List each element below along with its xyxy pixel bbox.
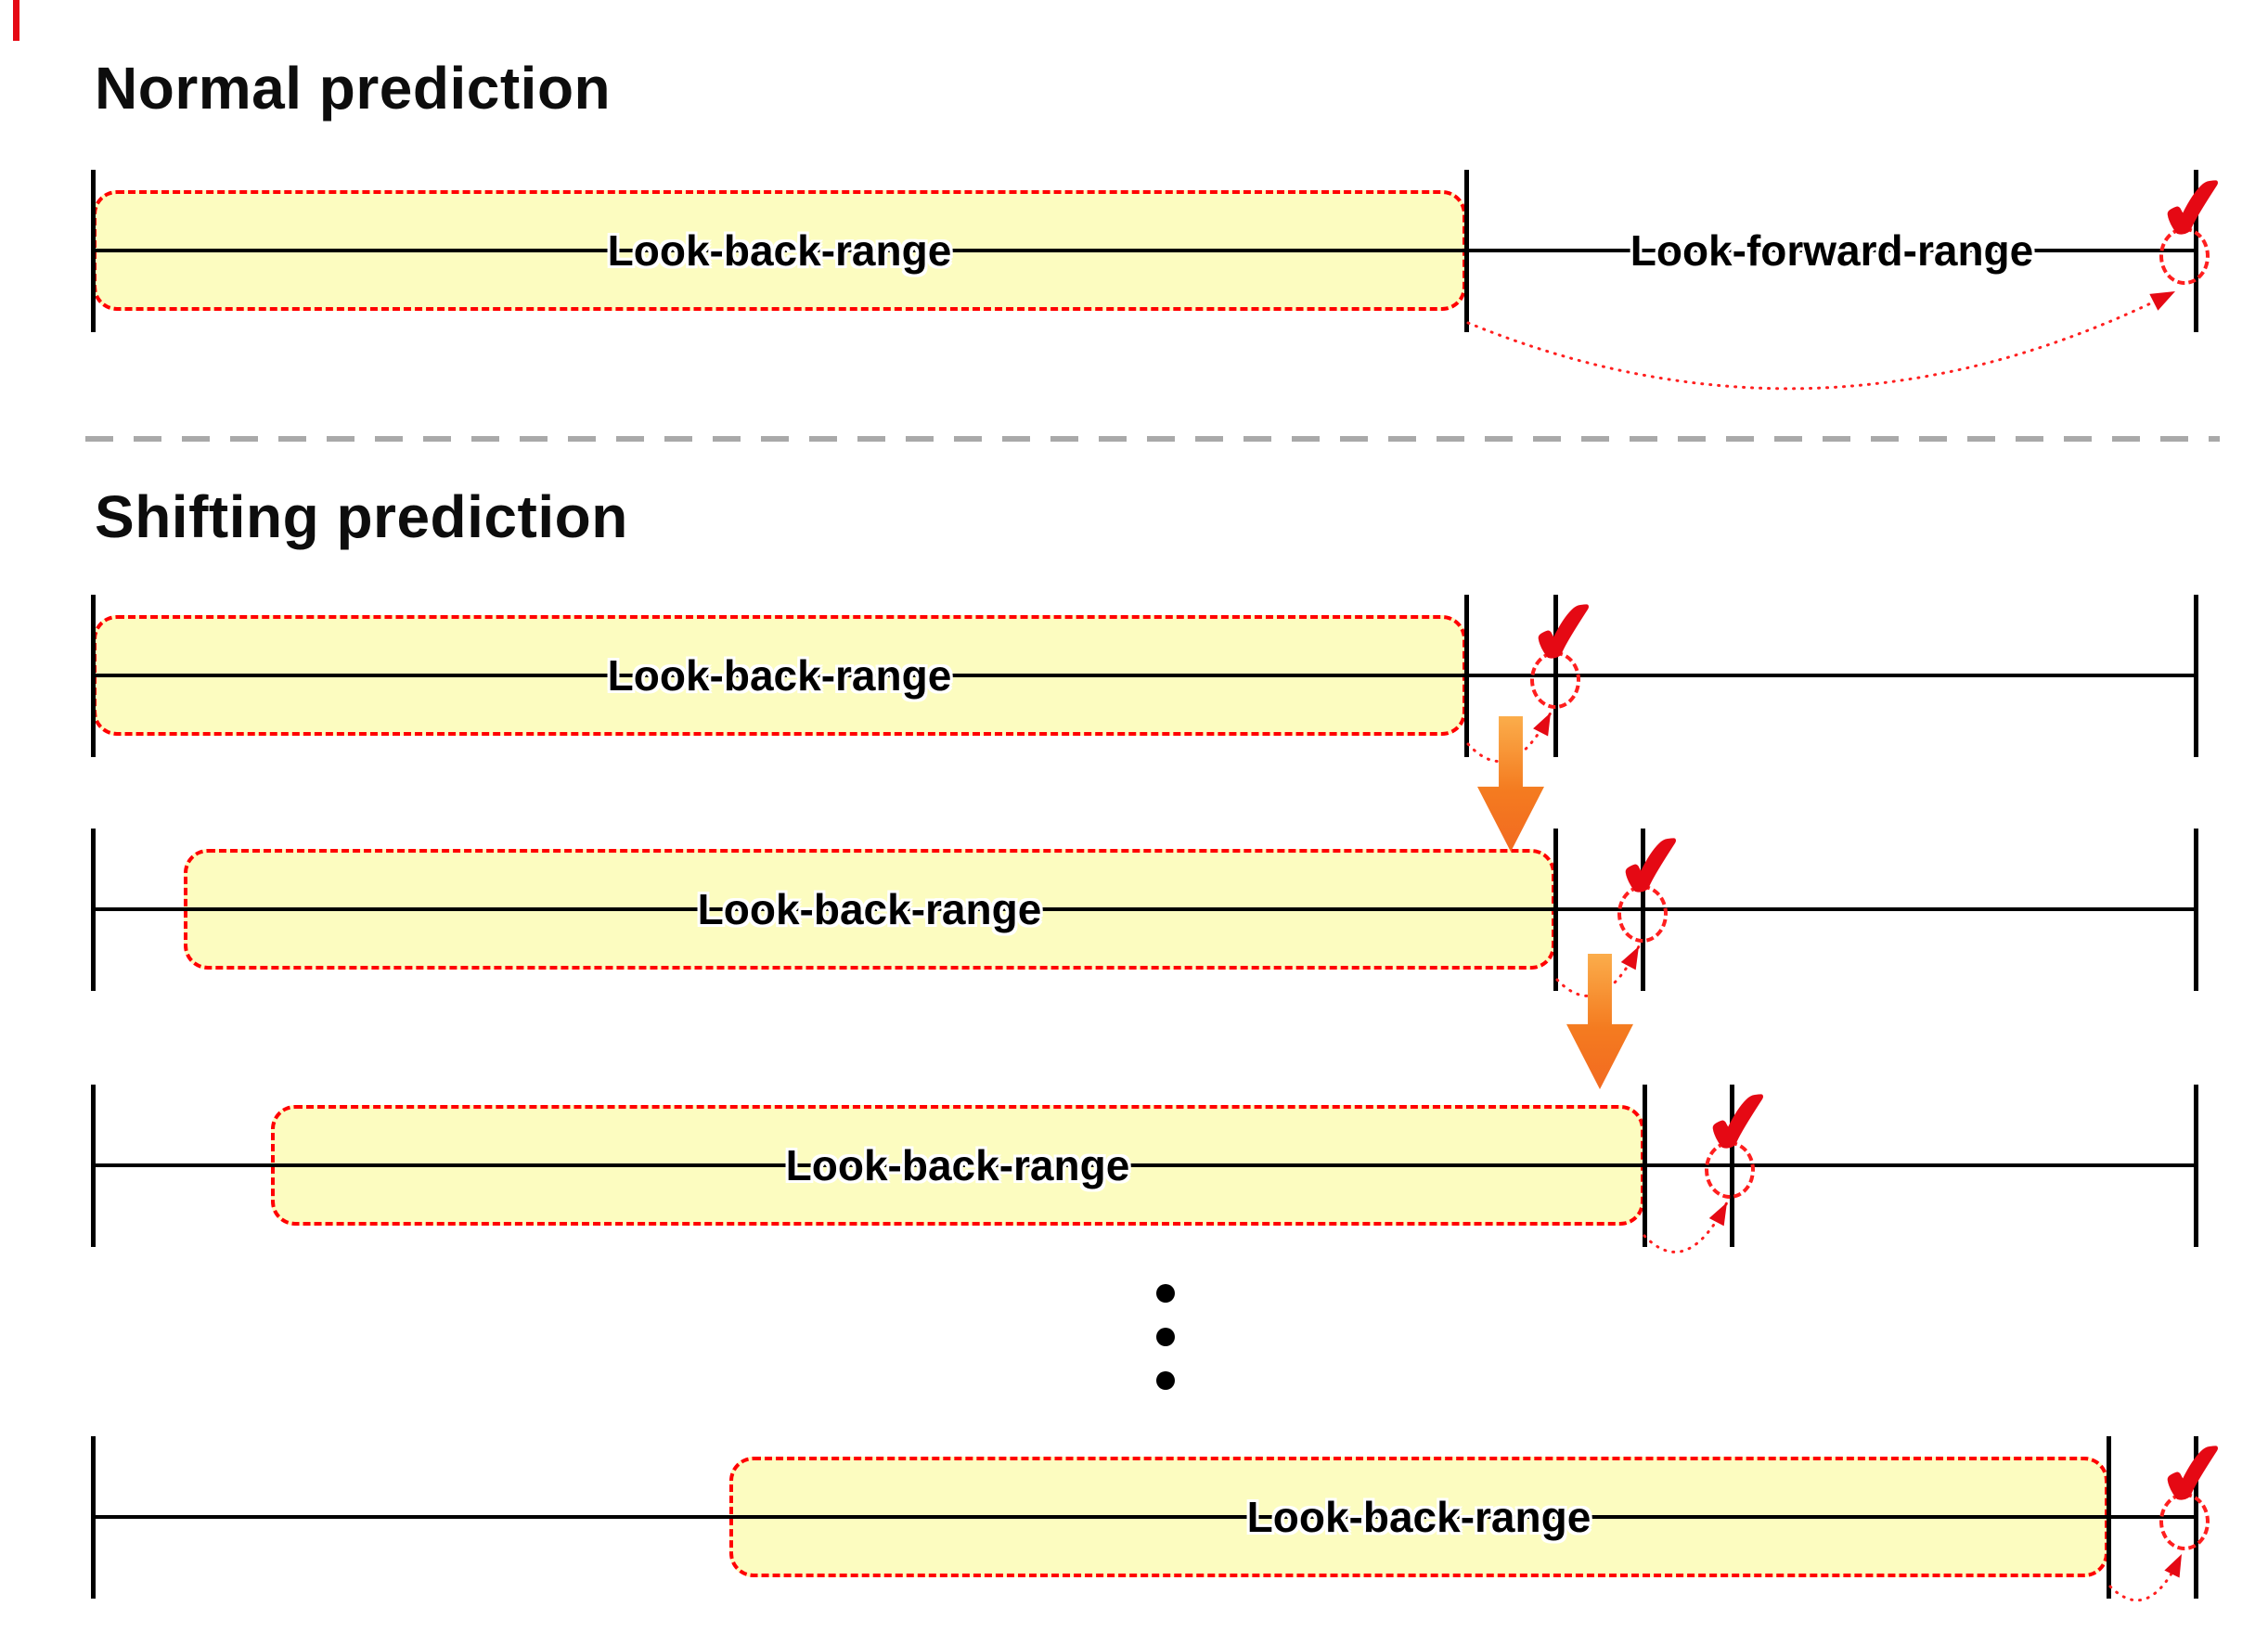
shifting-section-title: Shifting prediction	[95, 483, 628, 550]
look-back-range-label: Look-back-range	[697, 885, 1042, 933]
ellipsis-dot	[1156, 1371, 1175, 1390]
prediction-arc	[1466, 289, 2177, 391]
look-forward-range-label: Look-forward-range	[1630, 226, 2034, 275]
timeline-tick	[1464, 170, 1469, 332]
prediction-point-circle	[2159, 1493, 2210, 1550]
timeline-tick	[91, 829, 96, 991]
shift-down-arrow-icon	[1566, 954, 1633, 1089]
prediction-point-circle	[1617, 885, 1668, 943]
ellipsis-dot	[1156, 1284, 1175, 1303]
timeline-tick	[91, 1436, 96, 1599]
look-back-range-label: Look-back-range	[607, 651, 952, 700]
checkmark-icon: ✔	[1610, 816, 1695, 919]
timeline-tick	[2107, 1436, 2111, 1599]
arc-arrowhead-icon	[2164, 1554, 2182, 1578]
timeline	[93, 674, 2197, 677]
checkmark-icon: ✔	[1697, 1072, 1782, 1176]
timeline-tick	[91, 1085, 96, 1247]
prediction-arc	[2108, 1552, 2184, 1602]
timeline-tick	[91, 170, 96, 332]
prediction-point-circle	[1705, 1141, 1755, 1199]
timeline-tick	[2194, 595, 2198, 757]
look-back-range-label: Look-back-range	[785, 1141, 1130, 1189]
normal-section-title: Normal prediction	[95, 55, 612, 122]
timeline	[93, 249, 2197, 252]
checkmark-icon: ✔	[2152, 158, 2236, 262]
timeline-tick	[2194, 829, 2198, 991]
timeline	[93, 1515, 2197, 1519]
timeline-tick	[1464, 595, 1469, 757]
timeline	[93, 907, 2197, 911]
timeline-tick	[1553, 829, 1558, 991]
prediction-point-circle	[2159, 227, 2210, 285]
ellipsis-dot	[1156, 1328, 1175, 1346]
look-back-range-label: Look-back-range	[607, 226, 952, 275]
timeline-tick	[2194, 1085, 2198, 1247]
prediction-arc	[1643, 1201, 1729, 1253]
timeline-tick	[1643, 1085, 1647, 1247]
prediction-point-circle	[1530, 651, 1580, 709]
red-corner-mark	[13, 0, 19, 41]
look-back-range-label: Look-back-range	[1246, 1493, 1591, 1541]
shift-down-arrow-icon	[1477, 716, 1544, 852]
timeline-tick	[91, 595, 96, 757]
arc-arrowhead-icon	[2149, 291, 2175, 311]
checkmark-icon: ✔	[1523, 582, 1607, 686]
timeline	[93, 1163, 2197, 1167]
checkmark-icon: ✔	[2152, 1423, 2236, 1527]
